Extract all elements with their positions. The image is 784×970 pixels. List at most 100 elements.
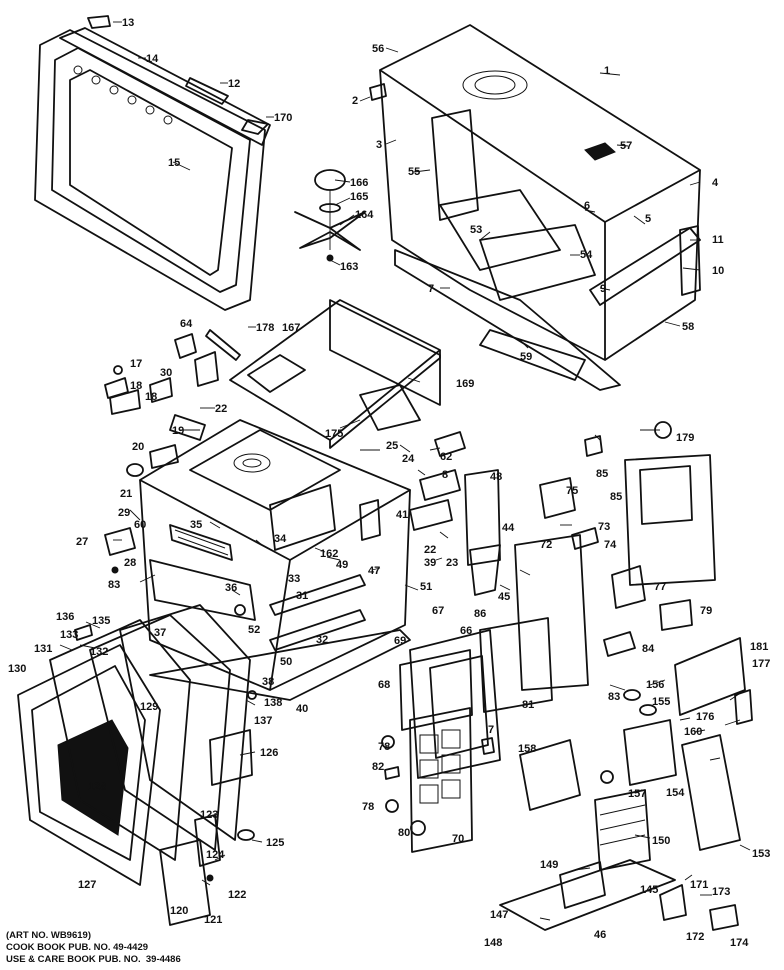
callout-56: 56 <box>372 43 384 55</box>
callout-10: 10 <box>712 265 724 277</box>
callout-17: 17 <box>130 358 142 370</box>
fan-motor-assembly <box>294 169 366 262</box>
callout-73: 73 <box>598 521 610 533</box>
callout-166: 166 <box>350 177 368 189</box>
callout-82: 82 <box>372 761 384 773</box>
callout-8: 8 <box>442 469 448 481</box>
callout-145: 145 <box>640 884 658 896</box>
callout-130: 130 <box>8 663 26 675</box>
callout-181: 181 <box>750 641 768 653</box>
callout-3: 3 <box>376 139 382 151</box>
callout-15: 15 <box>168 157 180 169</box>
callout-157: 157 <box>628 788 646 800</box>
callout-177: 177 <box>752 658 770 670</box>
callout-19: 19 <box>172 425 184 437</box>
callout-36: 36 <box>225 582 237 594</box>
callout-156: 156 <box>646 679 664 691</box>
callout-77: 77 <box>654 581 666 593</box>
callout-79: 79 <box>700 605 712 617</box>
callout-54: 54 <box>580 249 593 261</box>
callout-84: 84 <box>642 643 655 655</box>
left-small-parts <box>104 329 241 574</box>
callout-31: 31 <box>296 590 308 602</box>
callout-80: 80 <box>398 827 410 839</box>
callout-21: 21 <box>120 488 132 500</box>
callout-12: 12 <box>228 78 240 90</box>
callout-69: 69 <box>394 635 406 647</box>
callout-24: 24 <box>402 453 415 465</box>
art-number-note: (ART NO. WB9619) <box>6 930 91 941</box>
callout-70: 70 <box>452 833 464 845</box>
oven-cavity <box>139 419 411 701</box>
callout-172: 172 <box>686 931 704 943</box>
callout-127: 127 <box>78 879 96 891</box>
callout-179: 179 <box>676 432 694 444</box>
callout-128: 128 <box>88 781 106 793</box>
callout-67: 67 <box>432 605 444 617</box>
callout-27: 27 <box>76 536 88 548</box>
callout-4: 4 <box>712 177 719 189</box>
callout-1: 1 <box>604 65 610 77</box>
callout-59: 59 <box>520 351 532 363</box>
outer-cabinet <box>369 24 701 391</box>
callout-178: 178 <box>256 322 274 334</box>
callout-176: 176 <box>696 711 714 723</box>
callout-labels: 13 14 12 170 15 56 1 2 57 3 4 166 165 16… <box>8 17 770 949</box>
callout-2: 2 <box>352 95 358 107</box>
callout-158: 158 <box>518 743 536 755</box>
callout-25: 25 <box>386 440 398 452</box>
callout-169: 169 <box>456 378 474 390</box>
callout-7: 7 <box>428 283 434 295</box>
callout-9: 9 <box>600 283 606 295</box>
callout-163: 163 <box>340 261 358 273</box>
callout-135: 135 <box>92 615 110 627</box>
callout-154: 154 <box>666 787 685 799</box>
callout-32: 32 <box>316 634 328 646</box>
callout-40: 40 <box>296 703 308 715</box>
callout-16-b: 18 <box>145 391 157 403</box>
callout-64: 64 <box>180 318 193 330</box>
callout-153: 153 <box>752 848 770 860</box>
callout-47: 47 <box>368 565 380 577</box>
callout-44: 44 <box>502 522 515 534</box>
callout-81: 81 <box>522 699 534 711</box>
callout-50: 50 <box>280 656 292 668</box>
callout-83: 83 <box>108 579 120 591</box>
callout-20: 20 <box>132 441 144 453</box>
callout-133: 133 <box>60 629 78 641</box>
callout-125: 125 <box>266 837 284 849</box>
callout-37: 37 <box>154 627 166 639</box>
callout-131: 131 <box>34 643 52 655</box>
callout-78-b: 78 <box>362 801 374 813</box>
cavity-top-plate <box>229 299 441 449</box>
callout-57: 57 <box>620 140 632 152</box>
callout-14: 14 <box>146 53 159 65</box>
front-door-assembly <box>17 604 257 926</box>
callout-126: 126 <box>260 747 278 759</box>
callout-18: 18 <box>130 380 142 392</box>
magnetron-transformer <box>499 637 753 931</box>
callout-58: 58 <box>682 321 694 333</box>
callout-174: 174 <box>730 937 749 949</box>
callout-39: 39 <box>424 557 436 569</box>
callout-35: 35 <box>190 519 202 531</box>
callout-122: 122 <box>228 889 246 901</box>
callout-46: 46 <box>594 929 606 941</box>
callout-45: 45 <box>498 591 510 603</box>
callout-22-b: 22 <box>424 544 436 556</box>
callout-148: 148 <box>484 937 502 949</box>
callout-38: 38 <box>262 676 274 688</box>
door-frame-assembly <box>34 15 271 311</box>
callout-66: 66 <box>460 625 472 637</box>
callout-51: 51 <box>420 581 432 593</box>
callout-124: 124 <box>206 849 225 861</box>
callout-132: 132 <box>90 646 108 658</box>
callout-48: 48 <box>490 471 502 483</box>
callout-120: 120 <box>170 905 188 917</box>
callout-62: 62 <box>440 451 452 463</box>
callout-162: 162 <box>320 548 338 560</box>
callout-28: 28 <box>124 557 136 569</box>
callout-22: 22 <box>215 403 227 415</box>
callout-72: 72 <box>540 539 552 551</box>
